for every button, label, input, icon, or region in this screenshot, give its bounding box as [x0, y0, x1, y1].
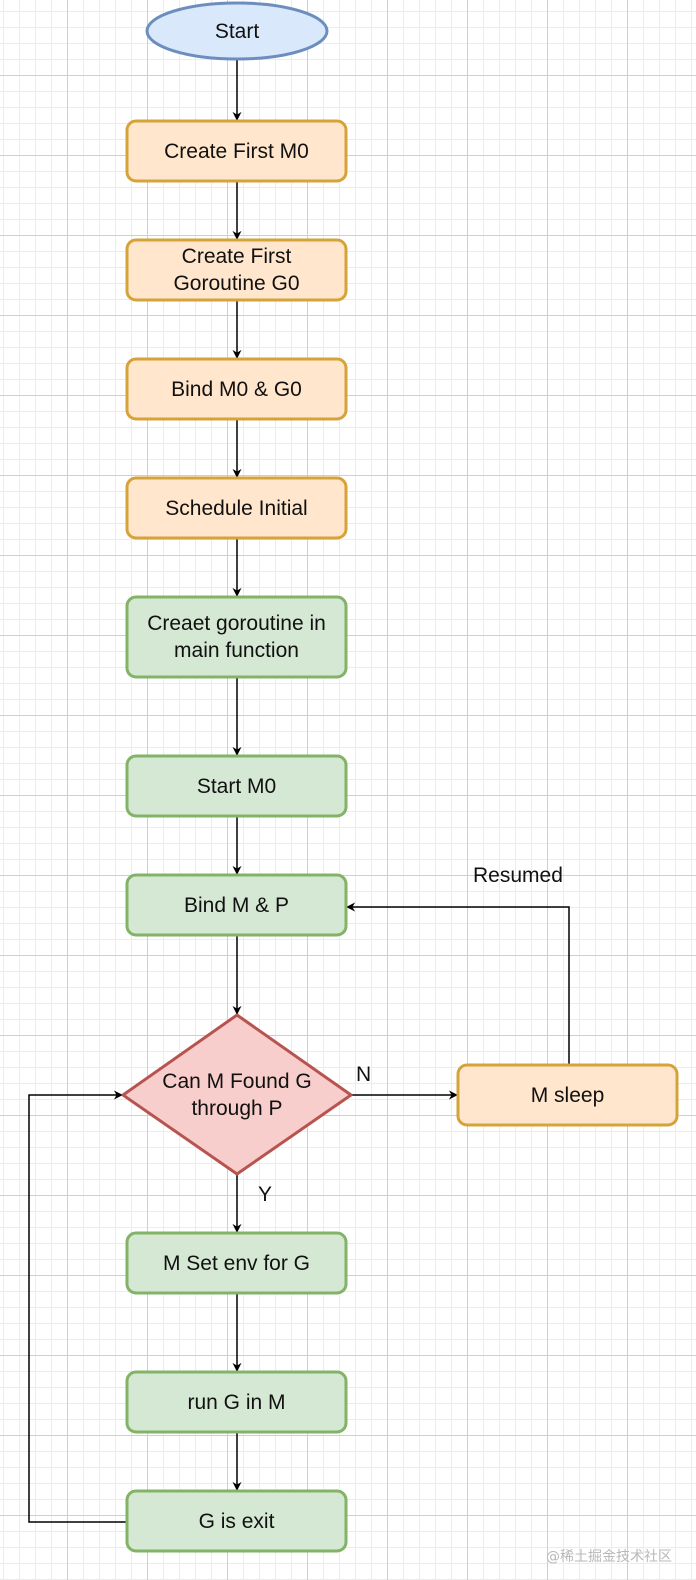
- edge-label-no: N: [356, 1063, 372, 1086]
- decision-label: Can M Found G through P: [162, 1070, 312, 1120]
- create-m0-label: Create First M0: [164, 139, 309, 163]
- bind-m-p-label: Bind M & P: [183, 893, 290, 917]
- start-node[interactable]: [145, 1, 329, 61]
- watermark-text: @稀土掘金技术社区: [546, 1549, 672, 1565]
- create-goroutine-main-node[interactable]: [125, 595, 348, 679]
- m-set-env-label: M Set env for G: [162, 1251, 311, 1275]
- bind-m0-g0-label: Bind M0 & G0: [171, 377, 302, 401]
- edge-label-yes: Y: [258, 1183, 273, 1206]
- schedule-initial-node[interactable]: [125, 476, 348, 540]
- edge-sleep-resumed-to-bind-m-p: [346, 902, 570, 1064]
- schedule-initial-label: Schedule Initial: [165, 496, 308, 520]
- decision-node[interactable]: [121, 1013, 353, 1176]
- start-label: Start: [214, 19, 260, 43]
- edge-label-resumed: Resumed: [473, 864, 563, 887]
- create-g0-node[interactable]: [125, 238, 348, 302]
- bind-m0-g0-node[interactable]: [125, 357, 348, 421]
- nodes: [121, 1, 679, 1553]
- create-m0-node[interactable]: [125, 119, 348, 183]
- start-m0-label: Start M0: [196, 774, 277, 798]
- g-exit-node[interactable]: [125, 1489, 348, 1553]
- g-exit-label: G is exit: [198, 1509, 275, 1533]
- run-g-node[interactable]: [125, 1370, 348, 1434]
- bind-m-p-node[interactable]: [125, 873, 348, 937]
- edges: [28, 60, 570, 1523]
- create-g0-label: Create First Goroutine G0: [173, 245, 300, 295]
- start-m0-node[interactable]: [125, 754, 348, 818]
- edge-exit-loop-to-decision: [28, 1090, 127, 1523]
- m-set-env-node[interactable]: [125, 1231, 348, 1295]
- m-sleep-label: M sleep: [530, 1083, 605, 1107]
- create-goroutine-main-label: Creaet goroutine in main function: [147, 612, 326, 662]
- m-sleep-node[interactable]: [456, 1063, 679, 1127]
- run-g-label: run G in M: [187, 1390, 286, 1414]
